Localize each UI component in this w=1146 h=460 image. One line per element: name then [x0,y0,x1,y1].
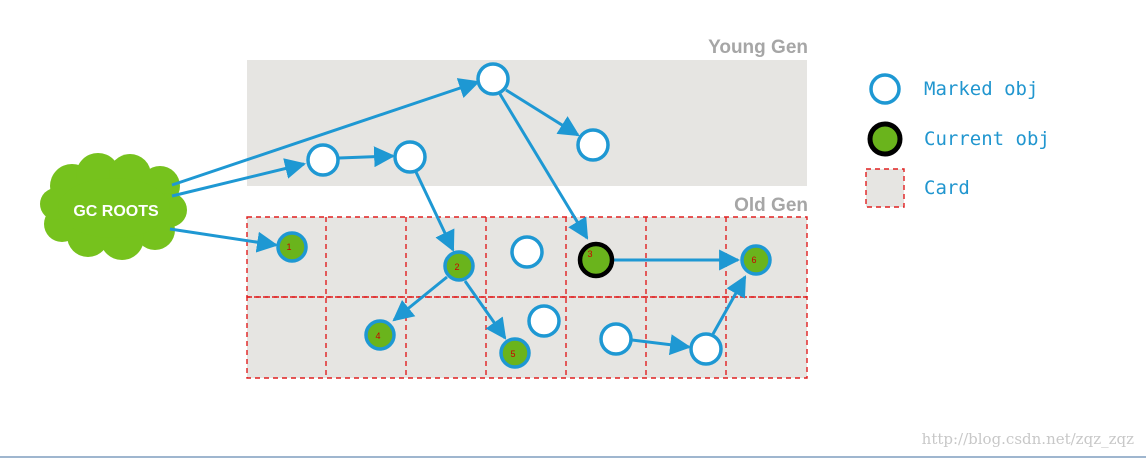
young-obj-mid [393,140,427,174]
object-5: 5 [499,337,531,369]
legend-marked-icon [869,73,901,105]
young-obj-left [306,143,340,177]
object-5-number: 5 [510,349,515,359]
young-obj-right [576,128,610,162]
arrow-young-top-to-obj-3 [498,93,589,240]
card-row-2 [246,296,808,379]
arrow-obj-2-to-obj-5 [463,280,507,340]
object-6: 6 [740,244,772,276]
arrow-young-mid-to-obj-2 [414,171,455,252]
legend: Marked obj Current obj Card [865,73,1050,208]
arrow-roots-to-young-top [171,78,480,187]
arrow-young-top-to-young-right [505,88,580,137]
reference-arrows [169,78,747,356]
legend-marked-label: Marked obj [924,78,1038,100]
object-3: 3 [577,241,615,279]
young-obj-top [476,62,510,96]
old-obj-white-b [527,304,561,338]
marked-objects [306,62,723,366]
young-gen-label: Young Gen [708,37,808,58]
card-grid [246,216,808,379]
arrow-young-left-to-young-mid [338,146,396,168]
arrow-old-free-to-old-right [631,334,692,356]
old-obj-white-d [689,332,723,366]
old-obj-white-c [599,322,633,356]
watermark-url: http://blog.csdn.net/zqz_zqz [922,430,1134,448]
object-4: 4 [364,319,396,351]
young-gen-region [247,60,807,186]
object-1: 1 [276,231,308,263]
legend-current-label: Current obj [924,128,1050,150]
arrow-roots-to-obj-1 [169,227,279,253]
arrow-obj-2-to-obj-4 [392,275,448,322]
object-2-number: 2 [454,262,459,272]
legend-current-icon [867,121,903,157]
legend-card-icon [865,168,905,208]
legend-card-label: Card [924,177,970,199]
object-1-number: 1 [286,242,291,252]
arrow-roots-to-young-left [171,158,307,198]
arrow-old-right-to-obj-6 [711,275,747,335]
gc-roots-label: GC ROOTS [73,203,159,220]
object-4-number: 4 [375,331,380,341]
object-3-number: 3 [587,249,592,259]
old-obj-white-a [510,235,544,269]
gc-roots-cloud: GC ROOTS [40,153,187,260]
object-6-number: 6 [751,255,756,265]
old-gen-label: Old Gen [734,195,808,216]
object-2: 2 [443,250,475,282]
